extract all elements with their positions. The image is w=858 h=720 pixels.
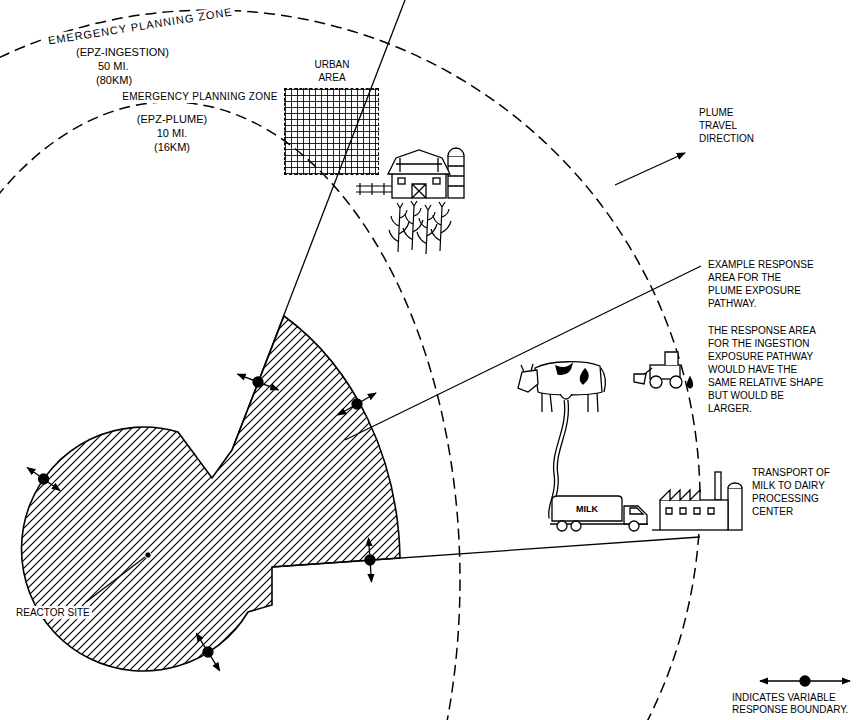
area-label: URBAN AREA xyxy=(304,58,360,84)
dairy-cow xyxy=(597,392,598,412)
corn-field xyxy=(389,201,451,254)
farm-loader xyxy=(670,376,682,388)
variable-boundary-marker xyxy=(238,374,279,390)
zone-distance: (80KM) xyxy=(94,74,134,87)
dairy-cow xyxy=(556,364,572,374)
zone-title: EMERGENCY PLANNING ZONE xyxy=(120,90,280,103)
dairy-cow xyxy=(587,393,588,412)
legend-entry: INDICATES VARIABLE RESPONSE BOUNDARY. xyxy=(732,692,854,716)
zone-name: (EPZ-INGESTION) xyxy=(74,46,171,59)
zone-distance: (16KM) xyxy=(152,141,192,154)
leader-line xyxy=(345,266,701,440)
sector-line xyxy=(272,537,700,567)
dairy-plant xyxy=(660,490,700,500)
barn xyxy=(448,166,464,186)
corn-field xyxy=(431,202,451,251)
dairy-plant xyxy=(728,488,742,530)
dairy-cow xyxy=(601,368,605,392)
dairy-cow xyxy=(521,364,533,372)
dairy-plant xyxy=(660,500,728,530)
tank-lettering: MILK xyxy=(576,504,598,515)
corn-field xyxy=(417,205,437,254)
dairy-plant xyxy=(652,472,742,530)
barn xyxy=(396,158,442,172)
variable-boundary-marker xyxy=(365,555,375,565)
legend-text: INDICATES VARIABLE RESPONSE BOUNDARY. xyxy=(732,692,848,715)
legend-boundary-symbol xyxy=(800,676,810,686)
barn xyxy=(412,184,426,198)
zone-distance: 50 MI. xyxy=(96,60,131,73)
sector-line xyxy=(232,0,405,450)
zone-title: EMERGENCY PLANNING ZONE xyxy=(45,5,235,48)
dairy-plant xyxy=(715,472,721,500)
dairy-cow xyxy=(580,369,588,384)
plume-direction-arrow xyxy=(615,153,685,185)
fence xyxy=(359,183,360,195)
leader-line xyxy=(86,557,145,602)
reactor-site-label: REACTOR SITE xyxy=(14,606,92,619)
dairy-plant xyxy=(728,483,742,488)
barn xyxy=(448,148,464,156)
fence xyxy=(356,191,392,192)
variable-boundary-marker xyxy=(39,474,49,484)
fence xyxy=(383,183,384,195)
barn xyxy=(388,148,464,198)
variable-boundary-marker xyxy=(27,374,376,671)
zone-distance: 10 MI. xyxy=(155,127,190,140)
dairy-plant xyxy=(666,508,714,514)
barn xyxy=(388,150,450,174)
fence xyxy=(356,185,392,186)
dairy-cow xyxy=(541,392,542,412)
urban-area-box: URBAN AREA xyxy=(284,58,380,176)
reactor-site-dot xyxy=(145,552,151,558)
milk-truck: MILK xyxy=(548,494,652,532)
variable-boundary-marker xyxy=(203,647,213,657)
farm-loader xyxy=(688,377,693,388)
dairy-cow xyxy=(518,362,605,412)
barn xyxy=(433,178,440,184)
dairy-cow xyxy=(535,362,602,395)
variable-boundary-marker xyxy=(253,377,263,387)
response-area-note: THE RESPONSE AREA FOR THE INGESTION EXPO… xyxy=(706,324,826,415)
response-area-note: EXAMPLE RESPONSE AREA FOR THE PLUME EXPO… xyxy=(706,258,818,310)
plume-zone-ring xyxy=(0,102,460,720)
barn xyxy=(448,156,464,198)
urban-grid xyxy=(284,88,379,175)
transport-note: TRANSPORT OF MILK TO DAIRY PROCESSING CE… xyxy=(750,466,858,518)
corn-field xyxy=(403,201,423,250)
dairy-cow xyxy=(518,370,538,392)
farm-loader xyxy=(665,352,678,365)
farm-loader xyxy=(634,352,693,388)
variable-boundary-marker xyxy=(352,399,362,409)
variable-boundary-marker xyxy=(27,468,60,491)
truck-outline xyxy=(548,494,652,532)
barn xyxy=(398,178,405,184)
farm-loader xyxy=(634,374,646,384)
dairy-cow xyxy=(550,393,552,412)
fence xyxy=(371,183,372,195)
corn-field xyxy=(389,203,409,252)
variable-boundary-marker xyxy=(338,393,376,415)
farm-loader xyxy=(650,376,662,388)
plume-direction-note: PLUME TRAVEL DIRECTION xyxy=(697,106,771,145)
dairy-plant xyxy=(652,529,660,530)
barn xyxy=(392,172,446,198)
variable-boundary-marker xyxy=(196,633,219,670)
ingestion-zone-ring xyxy=(0,10,700,720)
fence xyxy=(356,183,392,195)
legend-boundary-symbol xyxy=(760,676,850,686)
dairy-cow xyxy=(560,394,572,399)
zone-name: (EPZ-PLUME) xyxy=(135,113,209,126)
